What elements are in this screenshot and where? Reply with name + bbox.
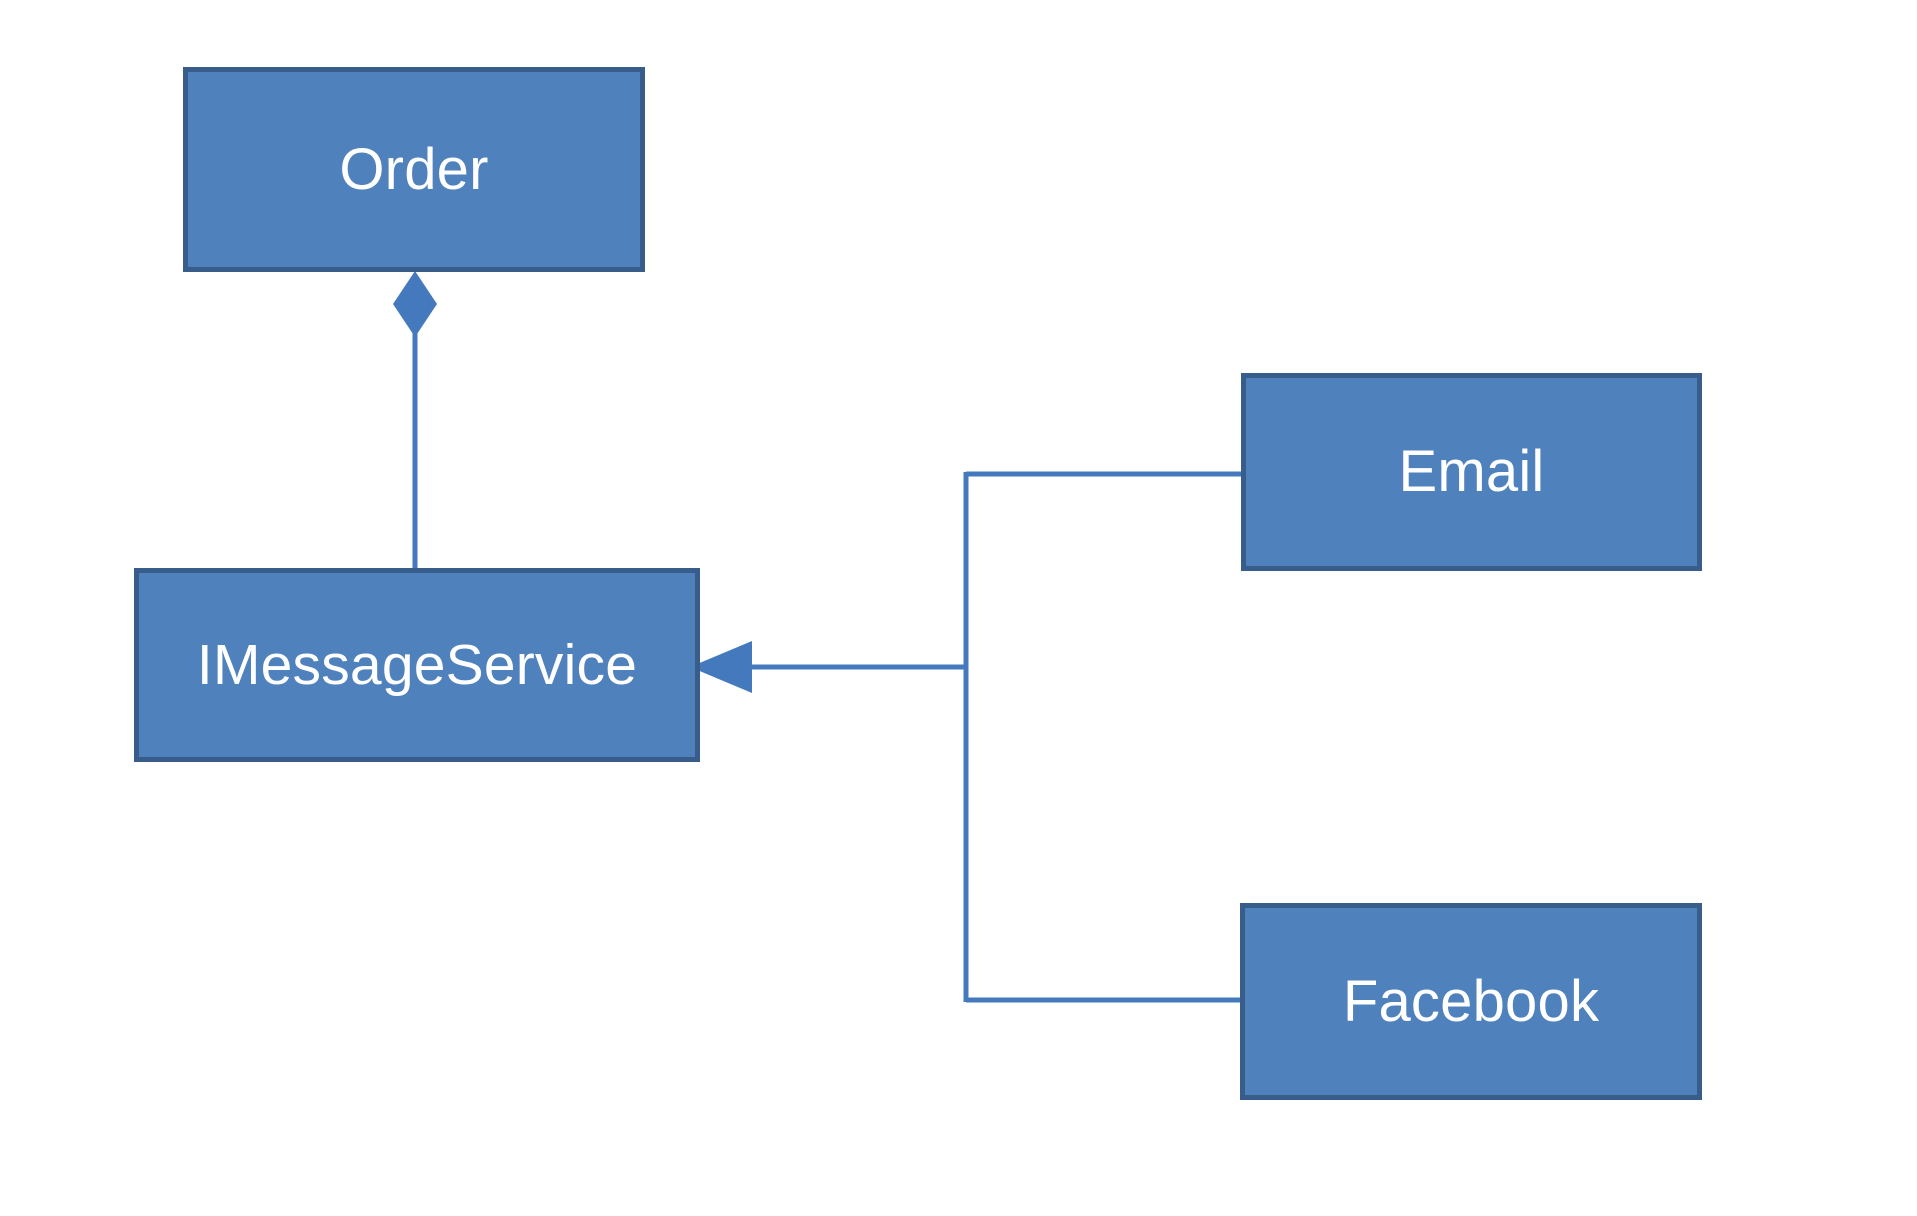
class-node-facebook[interactable]: Facebook <box>1240 903 1702 1100</box>
class-node-label: IMessageService <box>196 632 638 697</box>
class-node-imessageservice[interactable]: IMessageService <box>134 568 700 762</box>
connector-facebook-imessageservice[interactable] <box>963 667 1240 1003</box>
connector-email-imessageservice[interactable] <box>963 471 1241 667</box>
class-node-label: Facebook <box>1342 968 1600 1034</box>
class-node-label: Email <box>1398 439 1545 505</box>
class-node-email[interactable]: Email <box>1241 373 1702 571</box>
realization-arrow-into-imessageservice[interactable] <box>690 641 966 693</box>
connector-order-imessageservice[interactable] <box>393 271 437 568</box>
class-node-order[interactable]: Order <box>183 67 645 272</box>
class-node-label: Order <box>339 136 489 202</box>
filled-diamond-icon <box>393 271 437 337</box>
filled-arrowhead-icon <box>690 641 752 693</box>
